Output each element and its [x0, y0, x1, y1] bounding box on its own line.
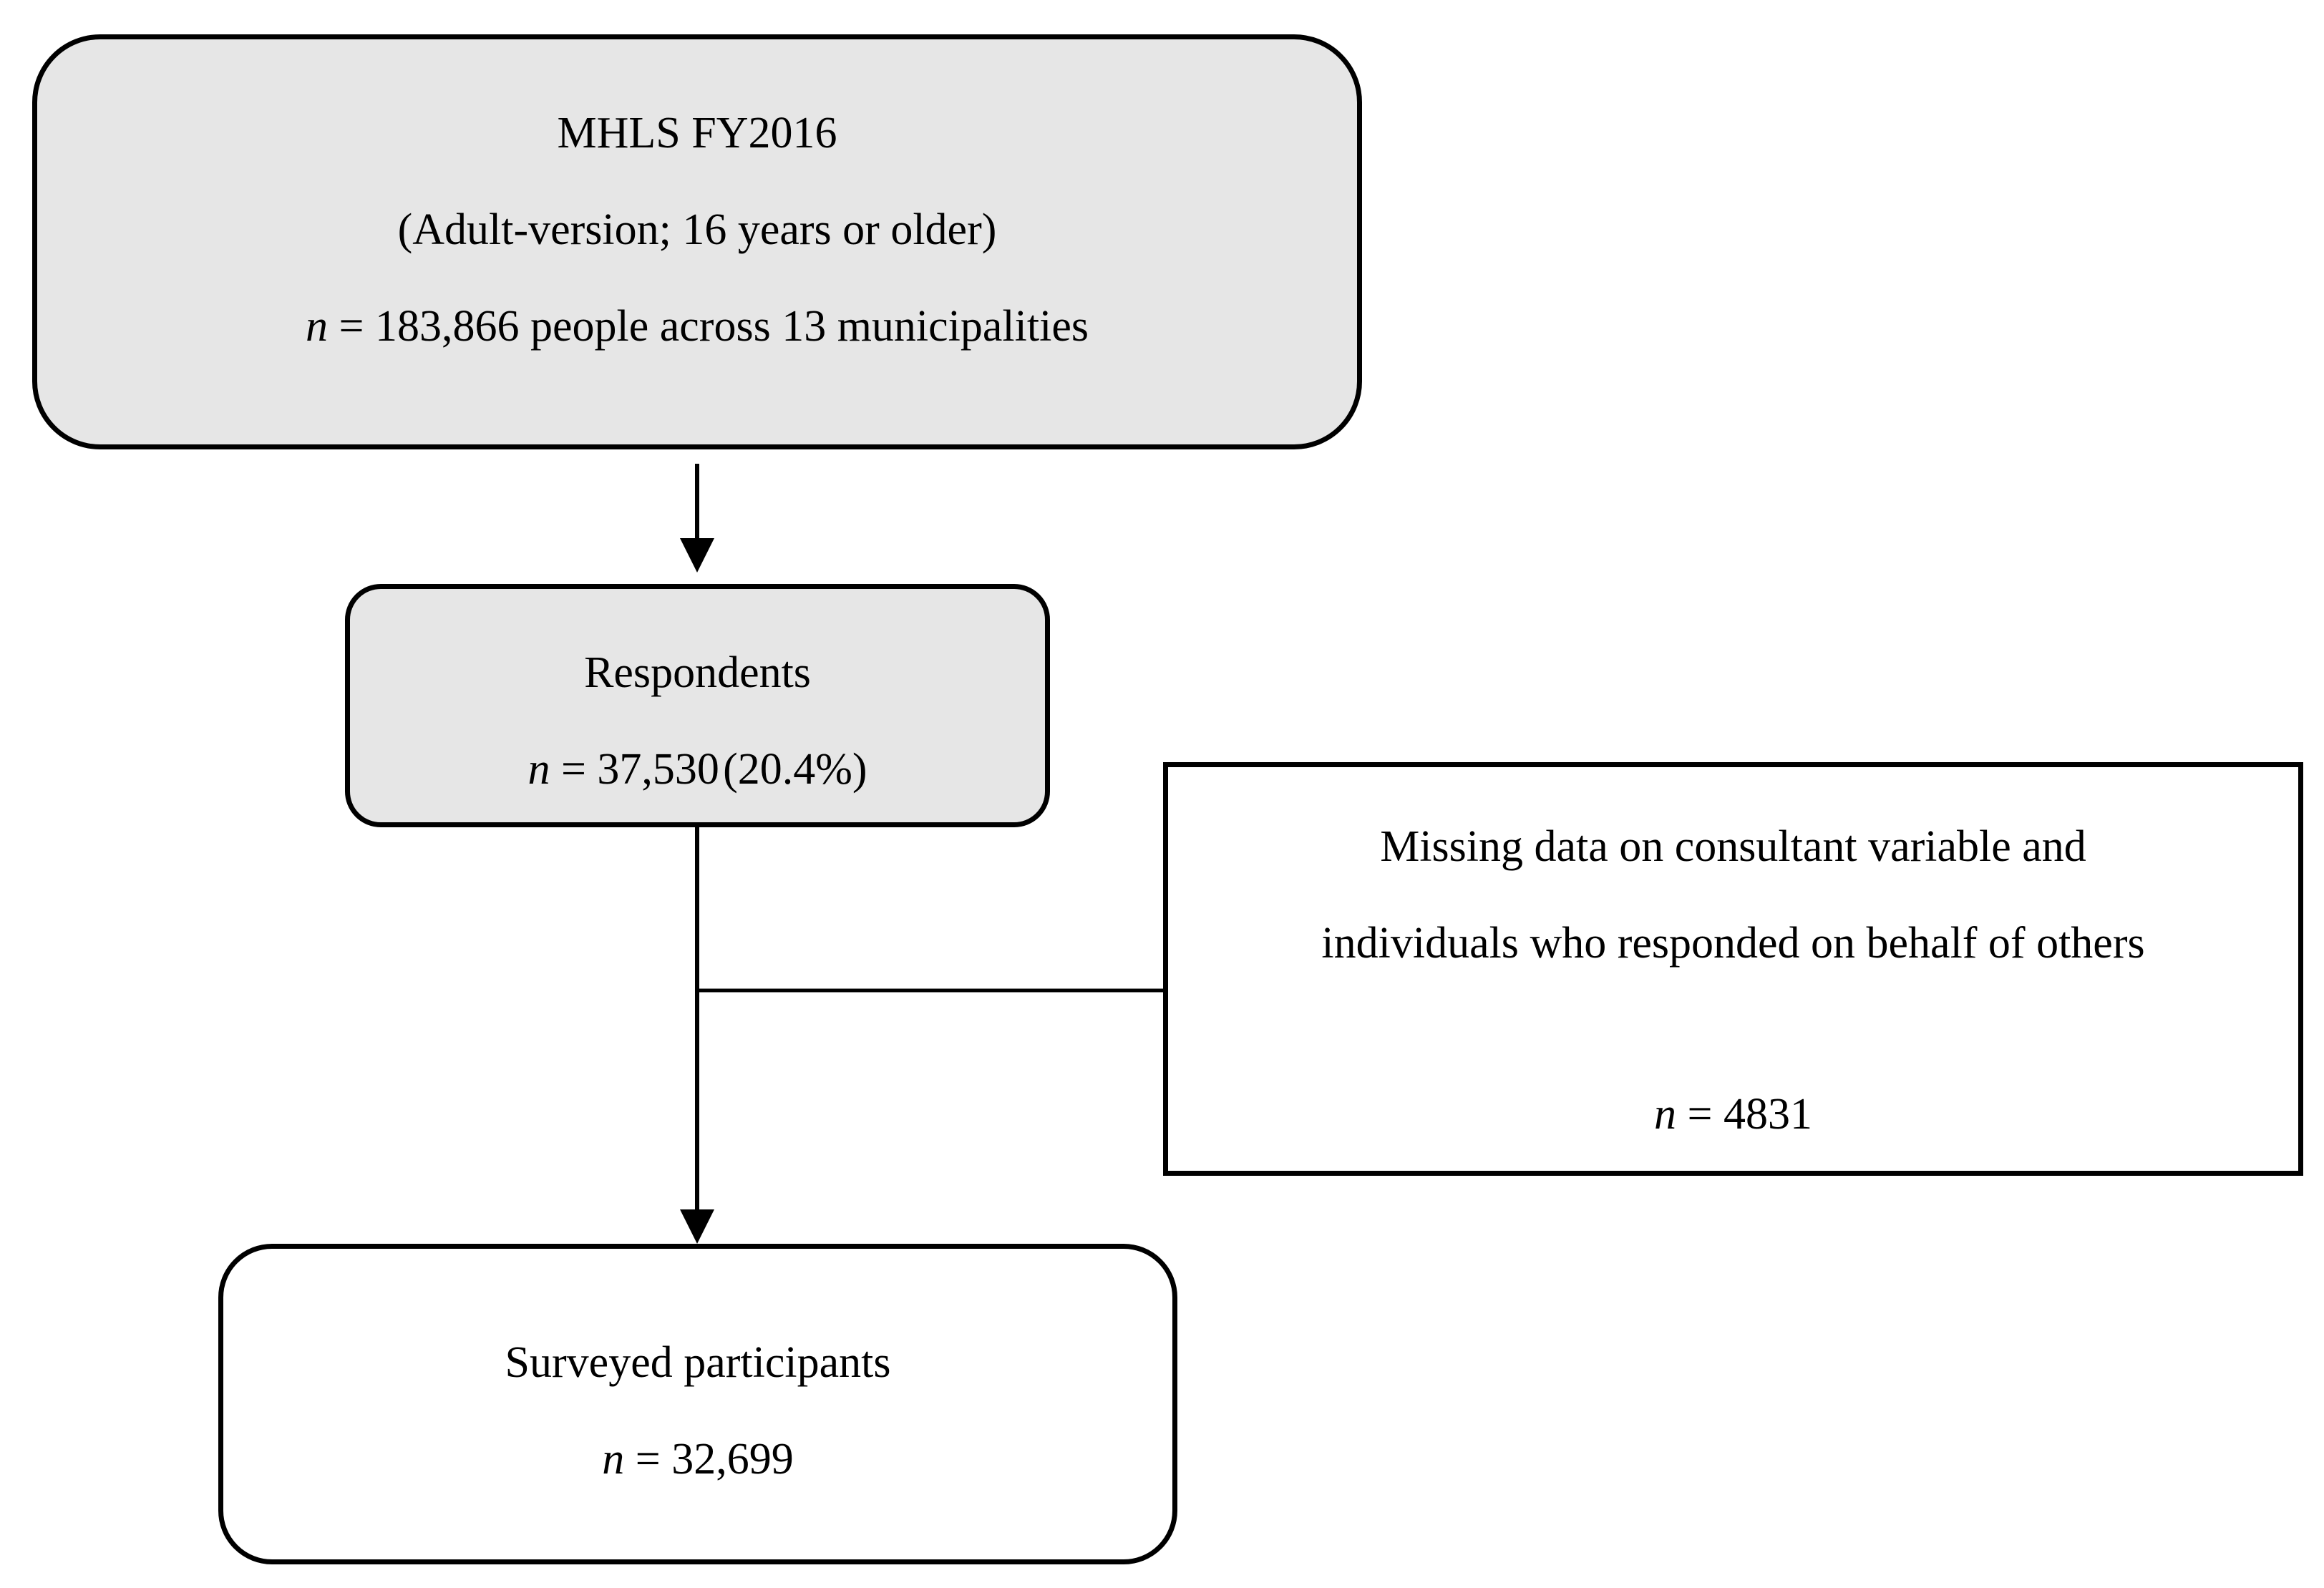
final-title: Surveyed participants — [505, 1338, 891, 1387]
source-count: n = 183,866 people across 13 municipalit… — [306, 304, 1089, 349]
respondents-count: n = 37,530 (20.4%) — [527, 747, 867, 791]
source-count-value: = 183,866 people across 13 municipalitie… — [328, 302, 1089, 351]
excluded-count-variable: n — [1654, 1090, 1677, 1139]
final-count-variable: n — [602, 1435, 625, 1484]
source-subtitle: (Adult-version; 16 years or older) — [397, 205, 997, 254]
arrow-source-to-respondents — [680, 464, 714, 573]
excluded-reason-line-1: Missing data on consultant variable and — [1380, 822, 2086, 871]
surveyed-participants-box: Surveyed participants n = 32,699 — [218, 1244, 1177, 1564]
final-count: n = 32,699 — [602, 1437, 793, 1481]
final-count-value: = 32,699 — [624, 1435, 794, 1484]
excluded-count: n = 4831 — [1654, 1092, 1812, 1136]
source-count-variable: n — [306, 302, 329, 351]
excluded-count-value: = 4831 — [1676, 1090, 1812, 1139]
respondents-title: Respondents — [584, 648, 811, 697]
arrow-respondents-to-final — [680, 827, 714, 1244]
respondents-box: Respondents n = 37,530 (20.4%) — [345, 584, 1050, 827]
source-population-box: MHLS FY2016 (Adult-version; 16 years or … — [32, 34, 1362, 449]
respondents-count-variable: n — [527, 745, 550, 794]
excluded-reason-line-2: individuals who responded on behalf of o… — [1321, 919, 2145, 968]
respondents-count-value: = 37,530 (20.4%) — [550, 745, 867, 794]
excluded-box: Missing data on consultant variable and … — [1163, 762, 2303, 1176]
source-title: MHLS FY2016 — [557, 109, 837, 157]
